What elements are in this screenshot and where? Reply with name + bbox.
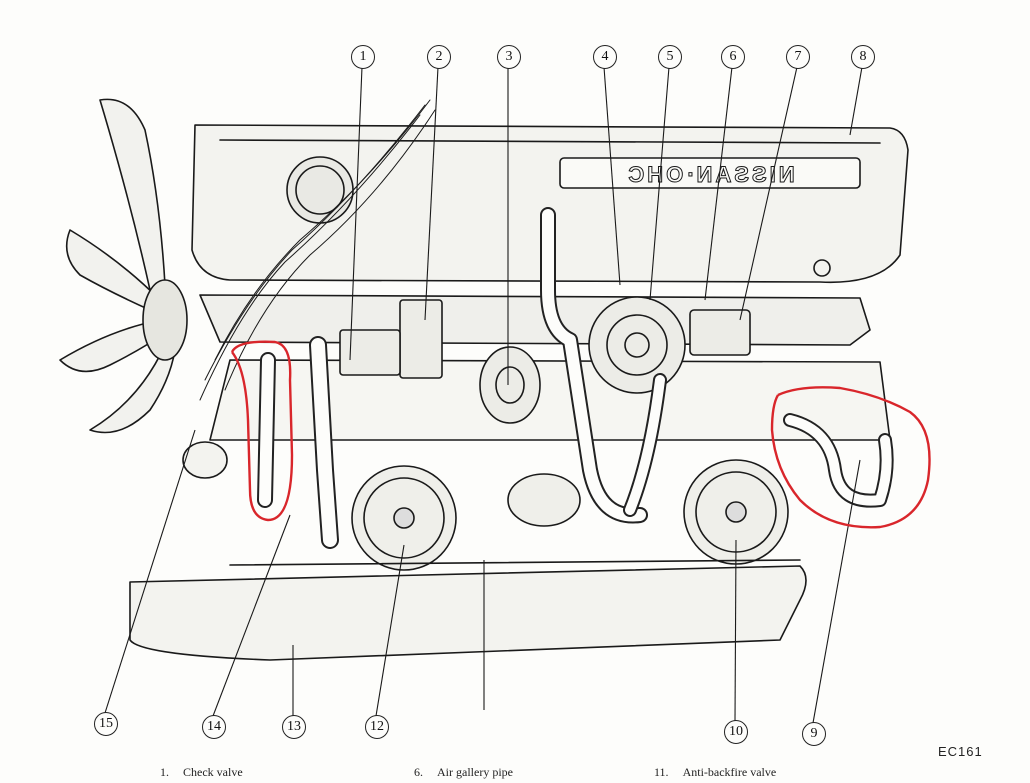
legend-text: Air gallery pipe <box>437 765 513 779</box>
callout-1: 1 <box>351 45 375 69</box>
callout-2: 2 <box>427 45 451 69</box>
callout-4: 4 <box>593 45 617 69</box>
highlight-loop-right <box>770 386 931 529</box>
anti-backfire-valve <box>588 296 686 394</box>
wiring-harness <box>182 99 436 479</box>
callout-15: 15 <box>94 712 118 736</box>
callout-6: 6 <box>721 45 745 69</box>
cooling-fan <box>59 98 188 434</box>
callout-12: 12 <box>365 715 389 739</box>
red-highlights <box>230 340 931 529</box>
legend-number: 1. <box>160 765 169 779</box>
callout-10: 10 <box>724 720 748 744</box>
oil-pan <box>129 565 807 661</box>
valve-bracket <box>339 329 401 376</box>
legend-number: 11. <box>654 765 669 779</box>
air-filters <box>351 459 789 571</box>
legend-item-6: 6. Air gallery pipe <box>414 765 513 780</box>
highlight-loop-left <box>230 340 294 522</box>
callout-5: 5 <box>658 45 682 69</box>
legend-item-11: 11. Anti-backfire valve <box>654 765 776 780</box>
check-valve <box>479 346 541 424</box>
callout-3: 3 <box>497 45 521 69</box>
figure-code: EC161 <box>938 744 983 759</box>
air-control-valve <box>689 309 751 356</box>
legend-text: Anti-backfire valve <box>682 765 777 779</box>
leader-lines <box>104 66 863 724</box>
legend-number: 6. <box>414 765 423 779</box>
callout-13: 13 <box>282 715 306 739</box>
callout-8: 8 <box>851 45 875 69</box>
emission-valve <box>399 299 443 379</box>
callout-9: 9 <box>802 722 826 746</box>
callout-7: 7 <box>786 45 810 69</box>
valve-cover-logo: NISSAN·OHC <box>625 162 794 187</box>
callout-14: 14 <box>202 715 226 739</box>
legend-item-1: 1. Check valve <box>160 765 243 780</box>
air-hoses <box>257 207 894 549</box>
valve-cover <box>191 124 909 284</box>
legend-text: Check valve <box>183 765 243 779</box>
